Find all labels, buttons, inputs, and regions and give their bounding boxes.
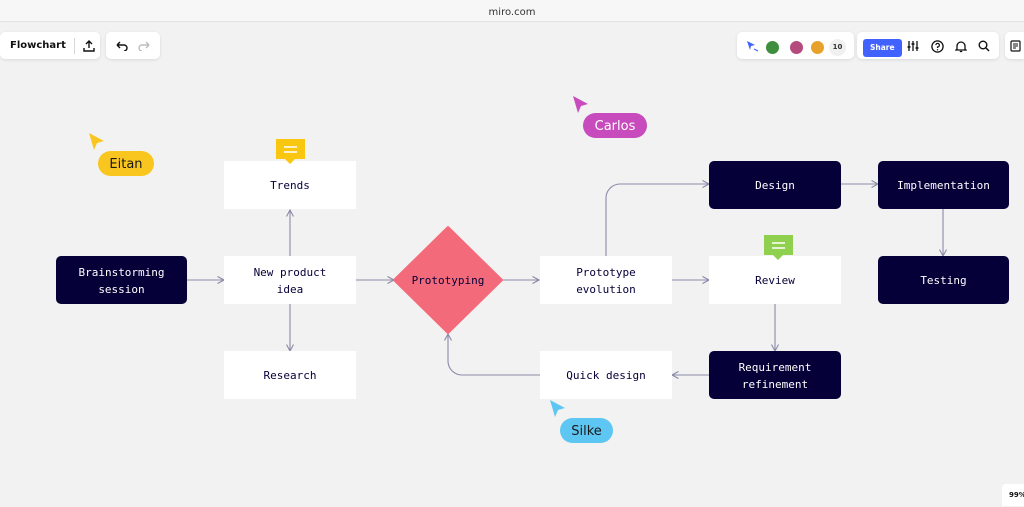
search-icon	[978, 40, 990, 52]
collaborator-cursor-eitan: Eitan	[89, 133, 154, 176]
cursor-follow-icon[interactable]	[745, 40, 759, 52]
upload-icon	[83, 39, 96, 52]
notes-icon[interactable]	[1010, 39, 1021, 52]
cursor-label-badge	[560, 418, 613, 443]
node-label-line: Requirement	[739, 361, 812, 374]
export-button[interactable]	[79, 35, 100, 57]
node-prototype-evolution[interactable]: Prototype evolution	[540, 256, 672, 304]
sliders-icon	[907, 41, 919, 51]
connector-evolution-to-design	[605, 184, 709, 256]
notes-panel	[1005, 32, 1024, 59]
participant-count[interactable]: 10	[829, 39, 846, 56]
node-label-line: Trends	[270, 179, 310, 192]
node-label-line: Quick design	[566, 369, 645, 382]
search-button[interactable]	[973, 35, 995, 57]
undo-button[interactable]	[111, 35, 133, 57]
node-label-line: Prototype	[576, 266, 636, 279]
node-label-line: idea	[277, 283, 304, 296]
browser-address-bar[interactable]: miro.com	[0, 0, 1024, 22]
url-text: miro.com	[488, 7, 536, 18]
connectors	[187, 184, 943, 375]
board-name[interactable]: Flowchart	[10, 40, 66, 51]
node-label-line: New product	[254, 266, 327, 279]
node-label-line: refinement	[742, 378, 808, 391]
node-design[interactable]: Design	[709, 161, 841, 209]
comment-icon[interactable]	[764, 235, 793, 260]
node-label-line: Research	[264, 369, 317, 382]
redo-button[interactable]	[133, 35, 155, 57]
help-icon	[930, 39, 944, 53]
node-brainstorming-session[interactable]: Brainstorming session	[56, 256, 187, 304]
notifications-button[interactable]	[950, 35, 972, 57]
zoom-level[interactable]: 99%	[1002, 484, 1024, 506]
cursor-label: Eitan	[109, 157, 142, 172]
cursor-pointer-icon	[573, 96, 588, 113]
board-title-panel: Flowchart	[0, 32, 100, 59]
node-label-line: Design	[755, 179, 795, 192]
node-requirement-refinement[interactable]: Requirement refinement	[709, 351, 841, 399]
cursor-label-badge	[583, 113, 647, 138]
node-implementation[interactable]: Implementation	[878, 161, 1009, 209]
collaborator-cursor-silke: Silke	[550, 400, 613, 443]
history-panel	[106, 32, 160, 59]
cursor-label: Silke	[571, 424, 602, 439]
node-new-product-idea[interactable]: New product idea	[224, 256, 356, 304]
node-review[interactable]: Review	[709, 256, 841, 304]
comment-icon[interactable]	[276, 139, 305, 164]
avatar[interactable]	[809, 39, 826, 56]
node-label-line: Prototyping	[412, 274, 485, 287]
node-quick-design[interactable]: Quick design	[540, 351, 672, 399]
collaborator-cursor-carlos: Carlos	[573, 96, 647, 138]
help-button[interactable]	[926, 35, 948, 57]
redo-icon	[138, 41, 150, 51]
actions-panel: Share	[857, 32, 999, 59]
node-label-line: Testing	[920, 274, 966, 287]
undo-icon	[116, 41, 128, 51]
settings-button[interactable]	[902, 35, 924, 57]
collaboration-panel: 10	[737, 32, 854, 59]
share-button[interactable]: Share	[863, 39, 902, 57]
node-testing[interactable]: Testing	[878, 256, 1009, 304]
node-label-line: Implementation	[897, 179, 990, 192]
node-label-line: session	[98, 283, 144, 296]
node-prototyping[interactable]: Prototyping	[393, 226, 503, 334]
node-research[interactable]: Research	[224, 351, 356, 399]
bell-icon	[955, 40, 967, 52]
cursor-pointer-icon	[89, 133, 104, 150]
node-label-line: evolution	[576, 283, 636, 296]
connector-quick-design-to-prototyping	[448, 334, 540, 376]
node-label-line: Review	[755, 274, 795, 287]
avatar[interactable]	[764, 39, 781, 56]
divider	[73, 37, 75, 54]
cursor-label: Carlos	[595, 119, 636, 134]
cursor-label-badge	[98, 151, 154, 176]
avatar[interactable]	[788, 39, 805, 56]
node-label-line: Brainstorming	[78, 266, 164, 279]
node-trends[interactable]: Trends	[224, 161, 356, 209]
cursor-pointer-icon	[550, 400, 565, 417]
